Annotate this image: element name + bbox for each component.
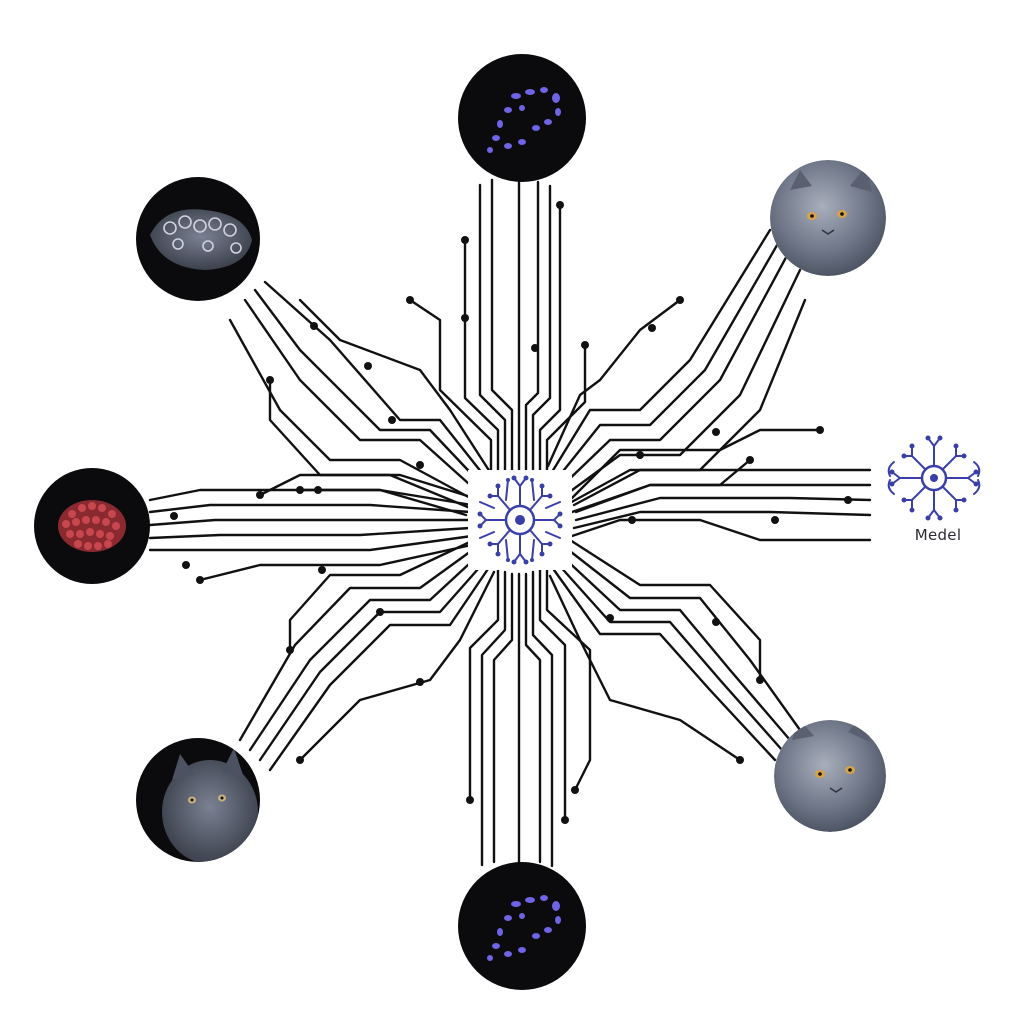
trace-l-7 [258, 473, 476, 500]
trace-lr-1 [560, 554, 792, 742]
trace-top-2 [490, 178, 514, 474]
trace-ur-5 [566, 298, 807, 506]
node-bottom-violet-dots [458, 862, 586, 990]
trace-r-1 [572, 468, 872, 507]
trace-top-5 [531, 184, 552, 476]
trace-l-1 [148, 488, 474, 507]
trace-b-8 [545, 564, 592, 792]
trace-r-2 [574, 483, 872, 514]
trace-r-3 [574, 496, 872, 522]
trace-ul-2 [253, 288, 484, 487]
trace-lr-4 [564, 546, 802, 732]
trace-l-6 [198, 542, 478, 582]
trace-ur-3 [550, 228, 772, 474]
node-upper-right-cat [770, 160, 886, 276]
trace-r-6 [570, 428, 822, 500]
trace-ll-4 [238, 544, 480, 742]
model-label: Medel [914, 526, 962, 544]
trace-l-4 [148, 526, 472, 540]
trace-ul-6 [298, 298, 492, 474]
node-lower-right-cat [774, 720, 886, 832]
trace-ll-2 [258, 558, 488, 762]
neural-network-icon [468, 470, 572, 570]
trace-b-5 [531, 570, 554, 868]
trace-b-4 [524, 572, 542, 864]
trace-ur-1 [558, 248, 792, 490]
trace-lr-5 [568, 538, 762, 682]
trace-terminals [170, 201, 852, 824]
trace-ll-5 [288, 538, 476, 652]
trace-b-1 [480, 570, 507, 867]
trace-ur-6 [546, 298, 682, 468]
trace-r-5 [570, 518, 872, 542]
trace-b-6 [468, 568, 500, 802]
trace-ul-3 [263, 280, 488, 480]
trace-ur-4 [562, 268, 802, 498]
trace-b-7 [538, 568, 567, 822]
circuit-traces [148, 178, 872, 868]
node-left-red-cluster [34, 468, 150, 584]
trace-lr-2 [556, 562, 784, 752]
trace-top-7 [538, 203, 562, 480]
trace-top-9 [545, 343, 587, 484]
trace-l-2 [148, 503, 472, 514]
trace-ll-6 [298, 570, 496, 762]
trace-l-5 [148, 534, 474, 552]
trace-r-4 [572, 510, 872, 530]
trace-top-1 [478, 183, 507, 477]
trace-top-4 [524, 180, 540, 472]
model-neural-network-icon [887, 435, 981, 521]
trace-lr-3 [552, 568, 777, 762]
trace-ur-2 [554, 238, 782, 482]
trace-ll-1 [248, 550, 484, 752]
trace-ul-1 [243, 298, 480, 494]
trace-b-2 [492, 572, 514, 864]
trace-top-8 [408, 298, 493, 484]
trace-ul-4 [228, 318, 476, 502]
node-top-violet-dots [458, 54, 586, 182]
node-lower-left-cat [136, 738, 260, 862]
trace-lr-6 [548, 574, 742, 762]
trace-ll-3 [268, 564, 492, 772]
trace-l-3 [148, 518, 472, 527]
node-upper-left-tissue-scan [136, 177, 260, 301]
trace-ul-7 [298, 488, 468, 517]
